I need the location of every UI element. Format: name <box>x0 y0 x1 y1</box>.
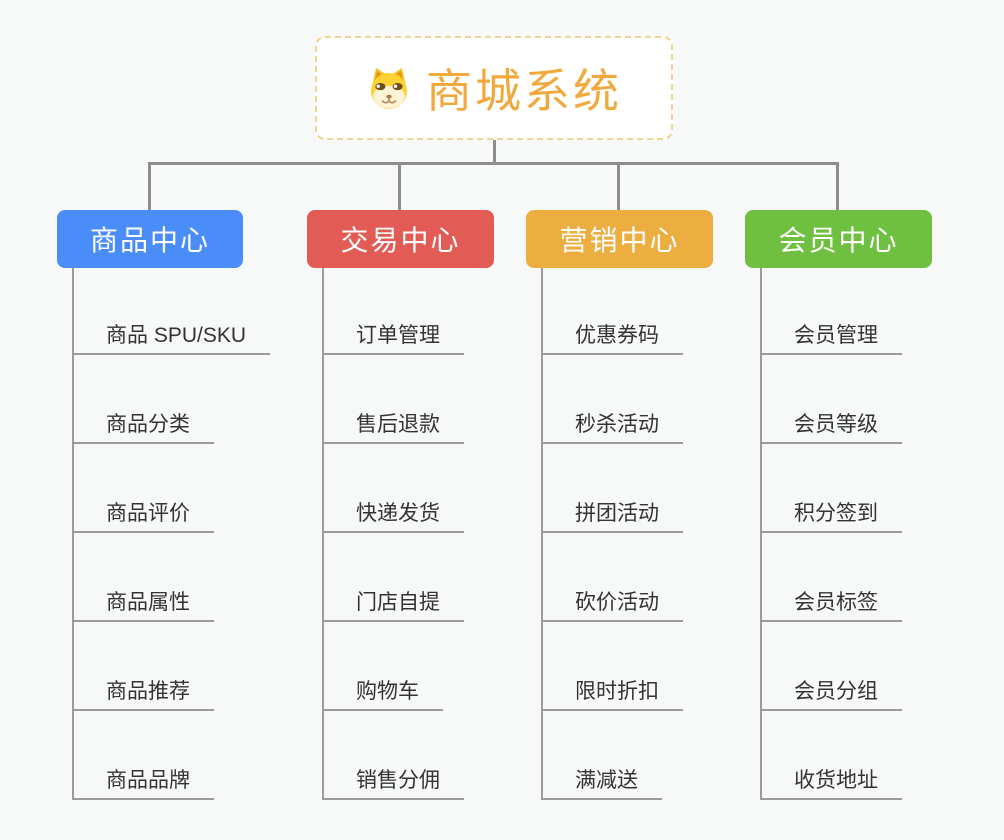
leaf-node[interactable]: 收货地址 <box>760 764 902 800</box>
dog-face-icon <box>366 66 412 110</box>
leaf-node[interactable]: 秒杀活动 <box>541 408 683 444</box>
leaf-node[interactable]: 购物车 <box>322 675 443 711</box>
branch-node-trade[interactable]: 交易中心 <box>307 210 494 268</box>
leaf-node[interactable]: 商品分类 <box>72 408 214 444</box>
connector-column-trunk-1 <box>72 268 74 800</box>
connector-column-trunk-2 <box>322 268 324 800</box>
connector-column-trunk-3 <box>541 268 543 800</box>
leaf-node[interactable]: 会员等级 <box>760 408 902 444</box>
leaf-node[interactable]: 销售分佣 <box>322 764 464 800</box>
leaf-node[interactable]: 会员分组 <box>760 675 902 711</box>
connector-column-trunk-4 <box>760 268 762 800</box>
branch-label: 会员中心 <box>778 225 899 256</box>
connector-drop-4 <box>836 164 839 210</box>
leaf-node[interactable]: 售后退款 <box>322 408 464 444</box>
leaf-node[interactable]: 快递发货 <box>322 497 464 533</box>
branch-node-products[interactable]: 商品中心 <box>57 210 243 268</box>
leaf-node[interactable]: 商品品牌 <box>72 764 214 800</box>
leaf-node[interactable]: 限时折扣 <box>541 675 683 711</box>
leaf-node[interactable]: 会员标签 <box>760 586 902 622</box>
leaf-node[interactable]: 满减送 <box>541 764 662 800</box>
leaf-node[interactable]: 商品推荐 <box>72 675 214 711</box>
leaf-node[interactable]: 订单管理 <box>322 319 464 355</box>
leaf-node[interactable]: 会员管理 <box>760 319 902 355</box>
branch-node-members[interactable]: 会员中心 <box>745 210 932 268</box>
branch-node-marketing[interactable]: 营销中心 <box>526 210 713 268</box>
leaf-node[interactable]: 商品属性 <box>72 586 214 622</box>
leaf-node[interactable]: 拼团活动 <box>541 497 683 533</box>
root-title: 商城系统 <box>426 65 622 117</box>
connector-bus <box>148 162 839 165</box>
leaf-node[interactable]: 积分签到 <box>760 497 902 533</box>
connector-drop-1 <box>148 164 151 210</box>
leaf-node[interactable]: 商品评价 <box>72 497 214 533</box>
leaf-node[interactable]: 商品 SPU/SKU <box>72 319 271 355</box>
connector-drop-2 <box>398 164 401 210</box>
leaf-node[interactable]: 优惠券码 <box>541 319 683 355</box>
branch-label: 商品中心 <box>89 225 210 256</box>
connector-drop-3 <box>617 164 620 210</box>
leaf-node[interactable]: 砍价活动 <box>541 586 683 622</box>
leaf-node[interactable]: 门店自提 <box>322 586 464 622</box>
connector-root-trunk <box>493 140 496 164</box>
root-node[interactable]: 商城系统 <box>315 36 673 140</box>
branch-label: 交易中心 <box>340 225 461 256</box>
branch-label: 营销中心 <box>559 225 680 256</box>
